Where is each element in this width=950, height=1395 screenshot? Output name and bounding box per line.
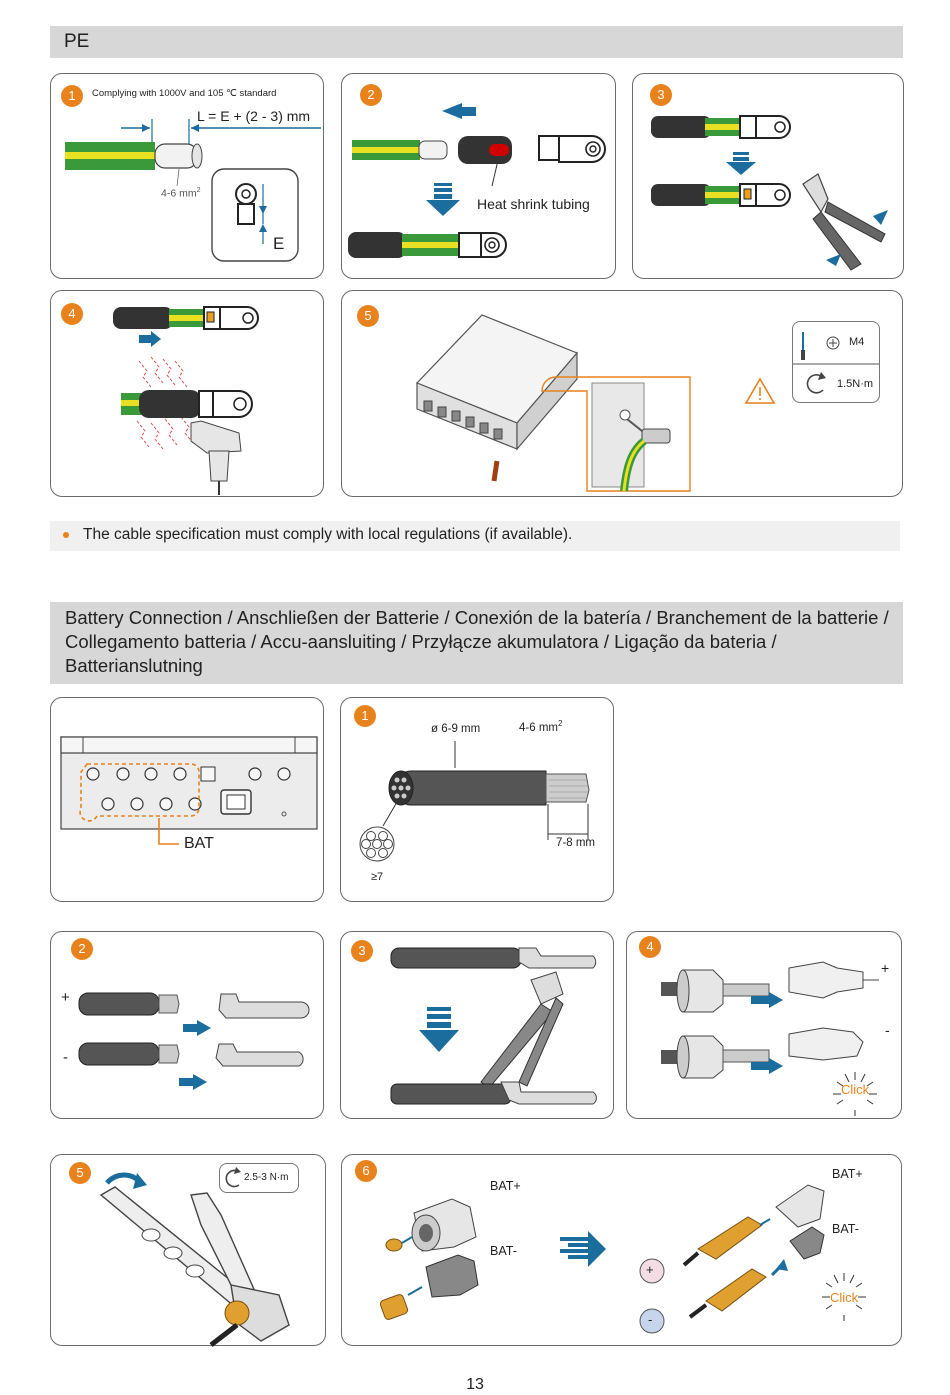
pe-step-4-panel: 4 — [50, 290, 324, 497]
screwdriver-icon — [793, 322, 879, 402]
strand-count-label: ≥7 — [371, 871, 383, 883]
battery-step-2-panel: 2 + - — [50, 931, 324, 1119]
crimping-illustration — [633, 74, 905, 280]
pe-section-title: PE — [64, 31, 89, 53]
pe-step-1-panel: 1 Complying with 1000V and 105 ℃ standar… — [50, 73, 324, 279]
wrench-tightening-illustration — [51, 1155, 327, 1347]
spec-box: M4 1.5N·m — [792, 321, 880, 403]
strip-length-label: 7-8 mm — [556, 837, 595, 849]
battery-step-4-panel: 4 + - Click — [626, 931, 902, 1119]
e-dimension-label: E — [273, 234, 284, 254]
click-label: Click — [830, 1290, 858, 1305]
battery-overview-panel: BAT — [50, 697, 324, 902]
battery-section-title: Battery Connection / Anschließen der Bat… — [65, 606, 895, 678]
battery-step-3-panel: 3 — [340, 931, 614, 1119]
note-text: The cable specification must comply with… — [83, 526, 572, 544]
heat-gun-shrink-illustration — [51, 291, 325, 498]
minus-terminal-label: - — [648, 1312, 652, 1327]
battery-step-6-panel: 6 BAT+ BAT- BAT+ BAT- — [341, 1154, 902, 1346]
battery-step-1-panel: 1 ø 6-9 mm 4-6 mm2 7-8 mm ≥7 — [340, 697, 614, 902]
bullet-icon — [63, 532, 69, 538]
battery-section-header: Battery Connection / Anschließen der Bat… — [50, 602, 903, 684]
screw-size-label: M4 — [849, 336, 864, 348]
bat-port-label: BAT — [184, 835, 214, 853]
plus-terminal-label: + — [646, 1262, 654, 1277]
pe-step-3-panel: 3 — [632, 73, 904, 279]
pe-step-2-panel: 2 Heat shrink tubing — [341, 73, 616, 279]
battery-step-5-panel: 5 2.5-3 N·m — [50, 1154, 326, 1346]
cross-section-label: 4-6 mm2 — [161, 187, 201, 200]
pe-step-5-panel: 5 M4 1.5N·m — [341, 290, 903, 497]
click-label: Click — [841, 1082, 869, 1097]
inverter-bat-ports-illustration — [51, 698, 325, 903]
battery-crimping-tool-illustration — [341, 932, 615, 1120]
cable-spec-note: The cable specification must comply with… — [50, 521, 900, 551]
battery-crimp-contact-illustration — [51, 932, 325, 1120]
page-number: 13 — [0, 1376, 950, 1394]
torque-label: 1.5N·m — [837, 378, 873, 390]
heat-shrink-tubing-illustration — [342, 74, 617, 280]
heat-shrink-tubing-label: Heat shrink tubing — [477, 196, 590, 212]
battery-connection-illustration — [342, 1155, 903, 1347]
pe-section-header: PE — [50, 26, 903, 58]
